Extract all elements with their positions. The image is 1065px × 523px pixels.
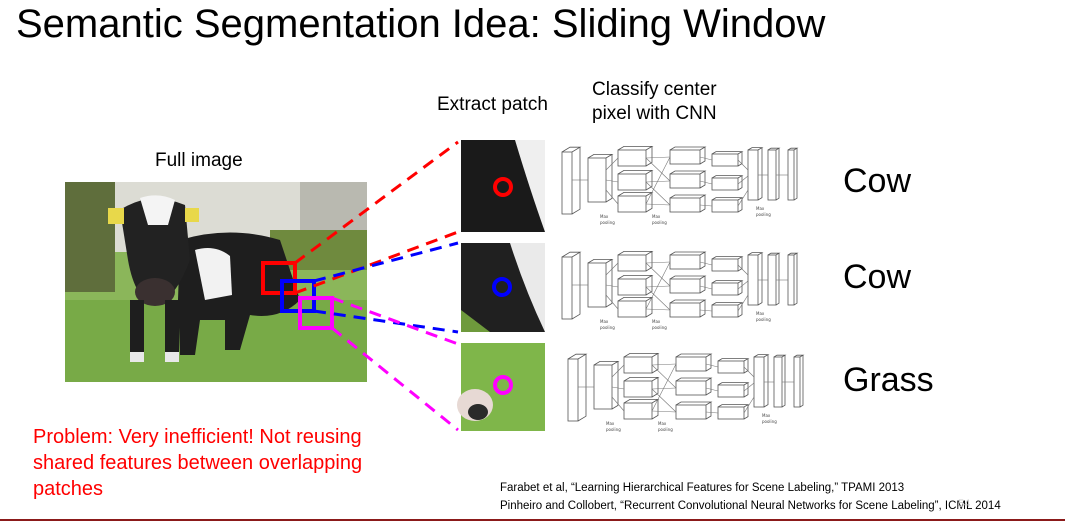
svg-text:pooling: pooling bbox=[652, 220, 667, 225]
svg-text:Max: Max bbox=[762, 413, 771, 418]
patch-thumbnail-1 bbox=[461, 140, 545, 232]
class-label-3: Grass bbox=[843, 361, 934, 399]
classify-label: Classify center pixel with CNN bbox=[592, 78, 717, 126]
svg-text:pooling: pooling bbox=[600, 325, 615, 330]
magenta-window-box bbox=[298, 296, 334, 330]
slide-title: Semantic Segmentation Idea: Sliding Wind… bbox=[16, 2, 826, 46]
svg-text:Max: Max bbox=[652, 214, 661, 219]
full-image-label: Full image bbox=[155, 150, 243, 171]
svg-text:Max: Max bbox=[658, 421, 667, 426]
bottom-accent-line bbox=[0, 519, 1065, 521]
classify-label-line1: Classify center bbox=[592, 79, 717, 100]
patch-thumbnail-3 bbox=[457, 343, 545, 431]
svg-text:Max: Max bbox=[606, 421, 615, 426]
svg-text:pooling: pooling bbox=[652, 325, 667, 330]
svg-text:Max: Max bbox=[600, 319, 609, 324]
class-label-1: Cow bbox=[843, 162, 912, 200]
problem-note: Problem: Very inefficient! Not reusing s… bbox=[33, 426, 363, 500]
svg-text:Max: Max bbox=[600, 214, 609, 219]
class-label-2: Cow bbox=[843, 258, 912, 296]
watermark: 54 bbox=[958, 498, 971, 510]
svg-text:Max: Max bbox=[652, 319, 661, 324]
patch-thumbnail-2 bbox=[461, 243, 545, 332]
svg-text:pooling: pooling bbox=[658, 427, 673, 432]
cow-photo bbox=[65, 182, 367, 382]
svg-text:pooling: pooling bbox=[606, 427, 621, 432]
svg-text:pooling: pooling bbox=[762, 419, 777, 424]
svg-text:Max: Max bbox=[756, 206, 765, 211]
connector-lines bbox=[294, 140, 459, 432]
svg-text:pooling: pooling bbox=[600, 220, 615, 225]
extract-patch-label: Extract patch bbox=[437, 94, 548, 115]
reference-2: Pinheiro and Collobert, “Recurrent Convo… bbox=[500, 500, 1001, 512]
svg-text:pooling: pooling bbox=[756, 317, 771, 322]
reference-1: Farabet et al, “Learning Hierarchical Fe… bbox=[500, 482, 905, 494]
red-window-box bbox=[261, 261, 297, 295]
classify-label-line2: pixel with CNN bbox=[592, 103, 717, 124]
svg-text:Max: Max bbox=[756, 311, 765, 316]
svg-text:pooling: pooling bbox=[756, 212, 771, 217]
